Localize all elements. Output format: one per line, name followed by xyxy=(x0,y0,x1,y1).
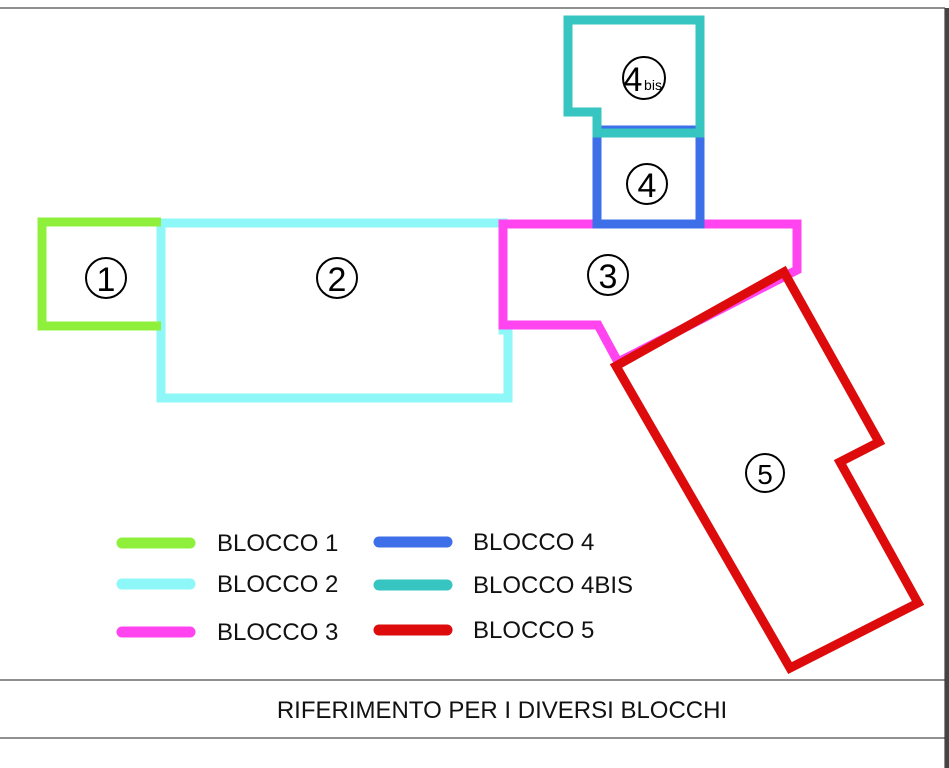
block-4bis-outline xyxy=(563,15,705,138)
block-1-number: 1 xyxy=(85,257,127,299)
block-5-number: 5 xyxy=(745,453,785,493)
legend-label-blocco-4: BLOCCO 4 xyxy=(473,529,594,556)
legend-label-blocco-1: BLOCCO 1 xyxy=(217,530,338,557)
legend-item-blocco-5: BLOCCO 5 xyxy=(373,617,594,644)
svg-text:2: 2 xyxy=(328,261,347,299)
diagram-caption: RIFERIMENTO PER I DIVERSI BLOCCHI xyxy=(277,697,727,724)
block-2-outline xyxy=(156,218,513,403)
block-4bis-number: 4 bis xyxy=(622,56,666,100)
block-3-number: 3 xyxy=(587,254,629,296)
block-5-outline xyxy=(609,265,925,674)
block-2-number: 2 xyxy=(316,257,358,299)
legend-item-blocco-2: BLOCCO 2 xyxy=(116,571,338,598)
legend-item-blocco-1: BLOCCO 1 xyxy=(116,530,338,557)
legend-item-blocco-3: BLOCCO 3 xyxy=(116,619,338,646)
legend-label-blocco-4bis: BLOCCO 4BIS xyxy=(473,572,633,599)
drawing-frame xyxy=(0,7,946,768)
svg-text:5: 5 xyxy=(757,459,773,490)
frame-right-shadow xyxy=(945,8,949,768)
block-1-outline xyxy=(37,217,161,331)
legend-label-blocco-5: BLOCCO 5 xyxy=(473,617,594,644)
legend: BLOCCO 1 BLOCCO 2 BLOCCO 3 BLOCCO 4 BLOC… xyxy=(116,529,633,646)
svg-text:4: 4 xyxy=(624,61,643,99)
legend-label-blocco-3: BLOCCO 3 xyxy=(217,619,338,646)
legend-item-blocco-4bis: BLOCCO 4BIS xyxy=(373,572,633,599)
svg-text:4: 4 xyxy=(638,167,657,205)
legend-item-blocco-4: BLOCCO 4 xyxy=(373,529,594,556)
svg-text:bis: bis xyxy=(644,77,662,93)
legend-label-blocco-2: BLOCCO 2 xyxy=(217,571,338,598)
svg-text:1: 1 xyxy=(97,261,116,299)
block-4-number: 4 xyxy=(626,163,668,205)
svg-text:3: 3 xyxy=(599,258,618,296)
